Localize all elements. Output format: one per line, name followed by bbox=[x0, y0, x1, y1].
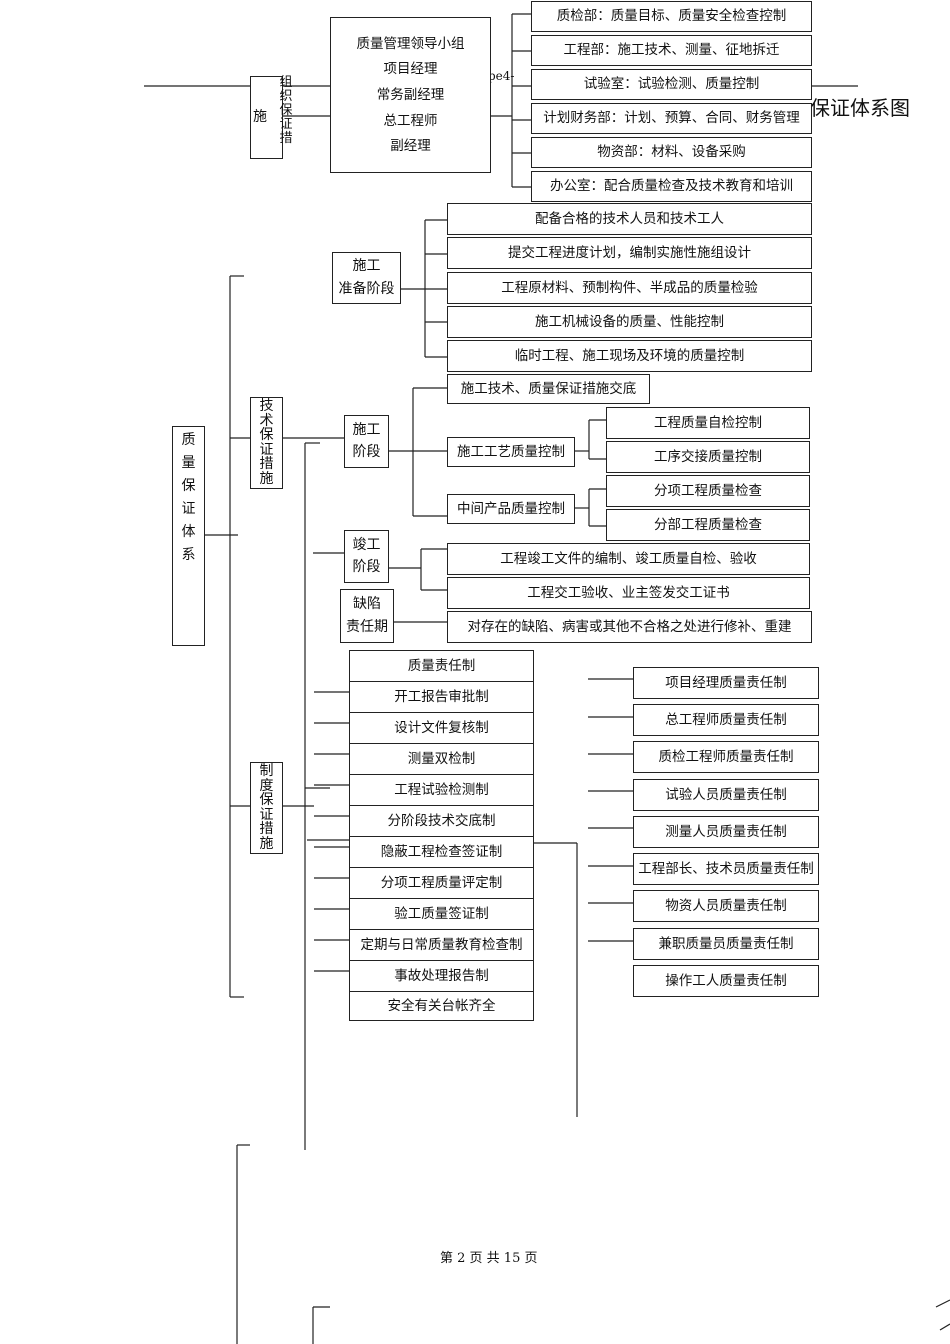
dept-box: 试验室：试验检测、质量控制 bbox=[531, 69, 812, 100]
process-subitem: 工程质量自检控制 bbox=[606, 407, 810, 439]
responsibility-item: 兼职质量员质量责任制 bbox=[633, 928, 819, 960]
prep-stage-label: 施工准备阶段 bbox=[332, 252, 401, 304]
page-footer: 第 2 页 共 15 页 bbox=[440, 1251, 538, 1266]
title-fragment: pe4- bbox=[488, 69, 515, 83]
system-item: 质量责任制 bbox=[349, 650, 534, 682]
prep-item: 施工机械设备的质量、性能控制 bbox=[447, 306, 812, 338]
completion-stage-label: 竣工阶段 bbox=[344, 530, 389, 583]
responsibility-item: 测量人员质量责任制 bbox=[633, 816, 819, 848]
root-quality-assurance-system: 质 量 保 证 体 系 bbox=[172, 426, 205, 646]
org-label-shi: 施 bbox=[250, 76, 283, 159]
system-item: 测量双检制 bbox=[349, 743, 534, 775]
tech-guarantee-label: 技 术 保 证 措 施 bbox=[250, 397, 283, 489]
system-item: 安全有关台帐齐全 bbox=[349, 991, 534, 1021]
leader-line: 项目经理 bbox=[383, 61, 438, 78]
system-item: 开工报告审批制 bbox=[349, 681, 534, 713]
dept-box: 工程部：施工技术、测量、征地拆迁 bbox=[531, 35, 812, 66]
system-guarantee-label: 制 度 保 证 措 施 bbox=[250, 762, 283, 854]
system-item: 隐蔽工程检查签证制 bbox=[349, 836, 534, 868]
leader-line: 副经理 bbox=[390, 138, 431, 155]
responsibility-item: 质检工程师质量责任制 bbox=[633, 741, 819, 773]
responsibility-item: 项目经理质量责任制 bbox=[633, 667, 819, 699]
responsibility-item: 总工程师质量责任制 bbox=[633, 704, 819, 736]
dept-box: 办公室：配合质量检查及技术教育和培训 bbox=[531, 171, 812, 202]
responsibility-item: 工程部长、技术员质量责任制 bbox=[633, 853, 819, 885]
system-item: 分阶段技术交底制 bbox=[349, 805, 534, 837]
dept-box: 质检部：质量目标、质量安全检查控制 bbox=[531, 1, 812, 32]
system-item: 设计文件复核制 bbox=[349, 712, 534, 744]
diagram-title: 保证体系图 bbox=[810, 96, 910, 120]
prep-item: 配备合格的技术人员和技术工人 bbox=[447, 203, 812, 235]
middle-subitem: 分部工程质量检查 bbox=[606, 509, 810, 541]
disclosure-box: 施工技术、质量保证措施交底 bbox=[447, 374, 650, 404]
responsibility-item: 操作工人质量责任制 bbox=[633, 965, 819, 997]
prep-item: 临时工程、施工现场及环境的质量控制 bbox=[447, 340, 812, 372]
system-item: 工程试验检测制 bbox=[349, 774, 534, 806]
dept-box: 计划财务部：计划、预算、合同、财务管理 bbox=[531, 103, 812, 134]
system-item: 验工质量签证制 bbox=[349, 898, 534, 930]
system-item: 分项工程质量评定制 bbox=[349, 867, 534, 899]
completion-item: 工程交工验收、业主签发交工证书 bbox=[447, 577, 810, 609]
leadership-group: 质量管理领导小组 项目经理 常务副经理 总工程师 副经理 bbox=[330, 17, 491, 173]
construction-stage-label: 施工阶段 bbox=[344, 415, 389, 468]
responsibility-item: 试验人员质量责任制 bbox=[633, 779, 819, 811]
process-subitem: 工序交接质量控制 bbox=[606, 441, 810, 473]
org-vertical-label: 组 织 保 证 措 bbox=[279, 75, 293, 146]
completion-item: 工程竣工文件的编制、竣工质量自检、验收 bbox=[447, 543, 810, 575]
system-item: 事故处理报告制 bbox=[349, 960, 534, 992]
middle-product-box: 中间产品质量控制 bbox=[447, 494, 575, 524]
middle-subitem: 分项工程质量检查 bbox=[606, 475, 810, 507]
dept-box: 物资部：材料、设备采购 bbox=[531, 137, 812, 168]
prep-item: 工程原材料、预制构件、半成品的质量检验 bbox=[447, 272, 812, 304]
prep-item: 提交工程进度计划，编制实施性施组设计 bbox=[447, 237, 812, 269]
defect-item: 对存在的缺陷、病害或其他不合格之处进行修补、重建 bbox=[447, 611, 812, 643]
defect-period-label: 缺陷责任期 bbox=[340, 589, 394, 643]
leader-line: 常务副经理 bbox=[376, 86, 445, 103]
process-quality-box: 施工工艺质量控制 bbox=[447, 437, 575, 467]
leader-line: 质量管理领导小组 bbox=[356, 35, 465, 52]
leader-line: 总工程师 bbox=[383, 112, 438, 129]
system-item: 定期与日常质量教育检查制 bbox=[349, 929, 534, 961]
responsibility-item: 物资人员质量责任制 bbox=[633, 890, 819, 922]
